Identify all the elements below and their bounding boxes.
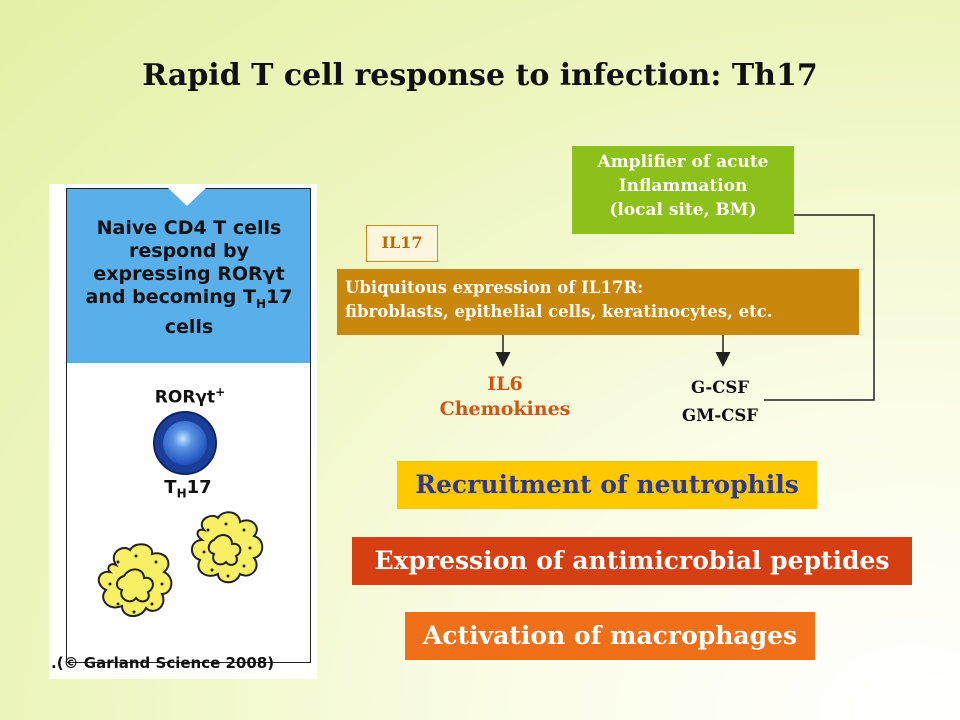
gmcsf-label: GM-CSF	[682, 406, 758, 425]
chemokines-label: Chemokines	[439, 398, 571, 420]
amplifier-line-3: (local site, BM)	[609, 200, 757, 220]
neutrophil-icon	[97, 543, 173, 617]
recruitment-bar: Recruitment of neutrophils	[397, 461, 817, 509]
th17-label-sub: H	[176, 486, 187, 501]
th17-label-num: 17	[186, 477, 212, 498]
il6-label: IL6	[487, 373, 523, 395]
naive-cd4-description: Naive CD4 T cells respond by expressing …	[70, 217, 308, 339]
macrophage-activation-bar: Activation of macrophages	[405, 612, 815, 660]
amplifier-box: Amplifier of acute Inflammation (local s…	[572, 146, 794, 234]
naive-cell-panel	[66, 188, 311, 364]
amplifier-line-1: Amplifier of acute	[597, 152, 769, 172]
naive-line-4-sub: H	[255, 296, 266, 311]
feedback-connector	[764, 207, 875, 401]
csf-label: G-CSF GM-CSF	[660, 374, 780, 430]
naive-line-2: respond by	[129, 240, 249, 262]
panel-notch	[166, 186, 208, 206]
il17r-expression-box: Ubiquitous expression of IL17R: fibrobla…	[337, 269, 859, 335]
receptor-line-2: fibroblasts, epithelial cells, keratinoc…	[345, 302, 773, 321]
th17-cell-icon	[153, 411, 217, 475]
th17-label-base: T	[164, 477, 177, 498]
naive-line-4-suffix: 17	[265, 286, 293, 308]
il6-chemokines-label: IL6 Chemokines	[420, 372, 590, 422]
naive-line-3: expressing RORγt	[93, 263, 285, 285]
amplifier-line-2: Inflammation	[618, 176, 748, 196]
il17-box: IL17	[366, 225, 438, 262]
th17-label: TH17	[148, 477, 228, 501]
antimicrobial-peptides-bar: Expression of antimicrobial peptides	[352, 537, 912, 585]
ror-label-base: RORγt	[154, 387, 216, 408]
gcsf-label: G-CSF	[690, 378, 749, 397]
naive-line-4: and becoming TH17	[70, 286, 308, 316]
naive-line-1: Naive CD4 T cells	[96, 217, 282, 239]
neutrophil-icon	[191, 511, 264, 584]
copyright-notice: .(© Garland Science 2008)	[51, 654, 275, 672]
slide-title: Rapid T cell response to infection: Th17	[142, 58, 818, 93]
naive-line-5: cells	[164, 315, 214, 338]
ror-gamma-t-label: RORγt+	[145, 385, 235, 408]
ror-label-sup: +	[215, 385, 226, 399]
naive-line-4-text: and becoming T	[85, 286, 256, 308]
receptor-line-1: Ubiquitous expression of IL17R:	[345, 278, 644, 297]
